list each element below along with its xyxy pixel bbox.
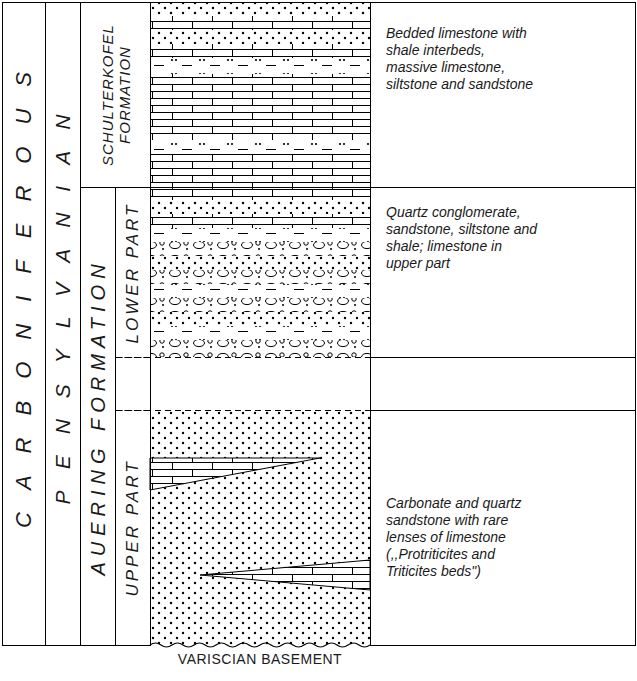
limestone-bed xyxy=(150,214,370,228)
rotated-unit-name: CARBONIFEROUS xyxy=(11,50,36,528)
schulterkofel-beds xyxy=(150,2,370,187)
limestone-bed xyxy=(150,16,370,30)
sandstone-bed xyxy=(150,200,370,214)
series-band: PENSYLVANIAN xyxy=(45,2,81,646)
conglomerate-bed xyxy=(150,270,370,284)
massive-limestone-bed xyxy=(150,104,370,140)
limestone-bed xyxy=(150,154,370,187)
limestone-lens xyxy=(150,458,320,490)
sandstone-bed xyxy=(150,312,370,326)
lens-ground xyxy=(200,560,370,590)
siltstone-bed xyxy=(150,140,370,154)
limestone-bed xyxy=(150,187,370,200)
system-band: CARBONIFEROUS xyxy=(2,2,46,646)
empty-description-box xyxy=(371,358,636,411)
siltstone-bed xyxy=(150,326,370,340)
sandstone-bed xyxy=(150,256,370,270)
frame-line xyxy=(150,2,370,3)
rotated-unit-name: UPPER PART xyxy=(123,459,143,596)
lithology-description: Quartz conglomerate, sandstone, siltston… xyxy=(386,204,538,272)
conglomerate-bed xyxy=(150,242,370,256)
column-frame xyxy=(115,2,636,647)
sandstone-bed xyxy=(150,30,370,44)
rotated-unit-name: SCHULTERKOFEL FORMATION xyxy=(98,10,133,181)
limestone-lens xyxy=(200,560,370,590)
limestone-bed xyxy=(150,74,370,104)
dashed-boundary xyxy=(115,357,370,358)
description-box: Carbonate and quartz sandstone with rare… xyxy=(370,410,636,646)
lower-part-beds xyxy=(150,187,370,357)
upper-part-beds xyxy=(150,410,370,645)
siltstone-bed xyxy=(150,58,370,74)
description-box: Bedded limestone with shale interbeds, m… xyxy=(370,2,636,188)
lens-ground xyxy=(150,458,320,490)
lithology-description: Bedded limestone with shale interbeds, m… xyxy=(386,25,538,93)
sandstone-bed xyxy=(150,410,370,645)
basement-label: VARISCIAN BASEMENT xyxy=(140,651,380,667)
sandstone-bed xyxy=(150,2,370,16)
rotated-unit-name: AUERING FORMATION xyxy=(87,258,110,575)
conglomerate-bed xyxy=(150,298,370,312)
rotated-unit-name: LOWER PART xyxy=(123,202,143,343)
member-band: UPPER PART xyxy=(115,410,151,646)
formation-band: AUERING FORMATION xyxy=(80,187,116,646)
description-box: Quartz conglomerate, sandstone, siltston… xyxy=(370,187,636,358)
siltstone-bed xyxy=(150,228,370,242)
formation-boundary xyxy=(150,187,370,188)
conglomerate-bed xyxy=(150,340,370,357)
limestone-bed xyxy=(150,44,370,58)
lithology-description: Carbonate and quartz sandstone with rare… xyxy=(386,495,538,580)
formation-band: SCHULTERKOFEL FORMATION xyxy=(80,2,151,188)
unconformity-line xyxy=(150,643,370,647)
member-band: LOWER PART xyxy=(115,187,151,358)
siltstone-bed xyxy=(150,284,370,298)
dashed-boundary xyxy=(115,410,370,411)
rotated-unit-name: PENSYLVANIAN xyxy=(51,94,75,505)
